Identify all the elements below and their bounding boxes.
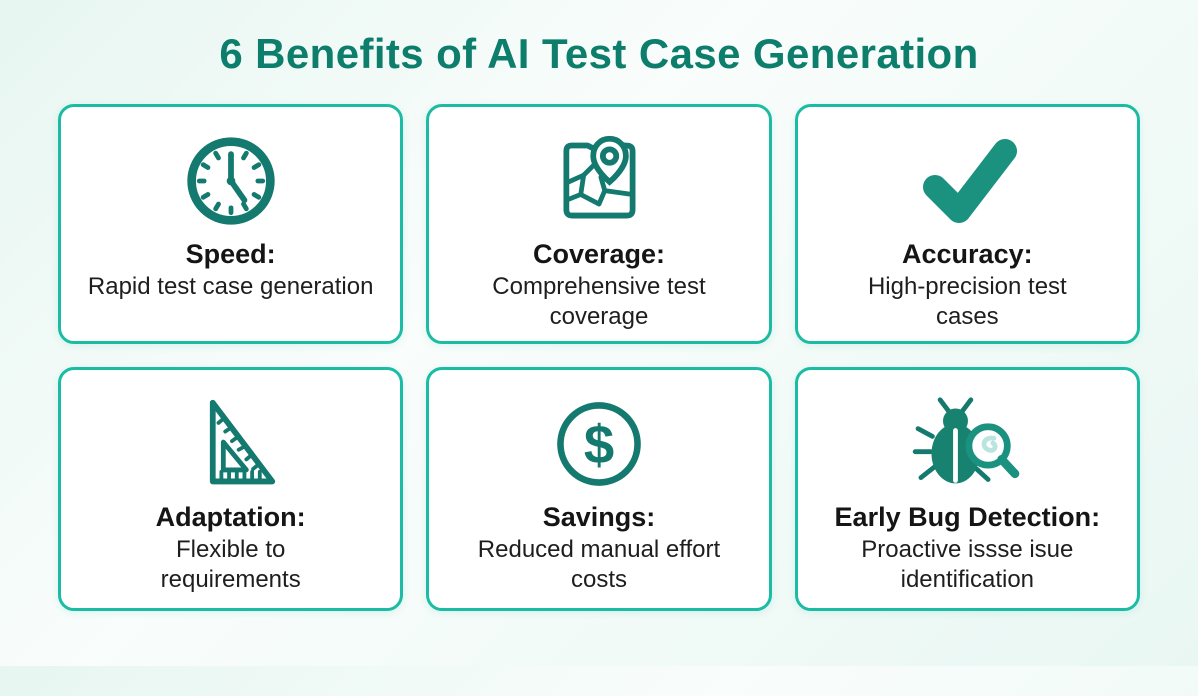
benefits-grid: Speed: Rapid test case generation Covera…: [58, 104, 1140, 611]
clock-icon: [183, 131, 279, 231]
card-adaptation: Adaptation: Flexible to requirements: [58, 367, 404, 611]
map-pin-icon: [549, 131, 649, 231]
set-square-icon: [182, 394, 280, 494]
card-description: High-precision test cases: [867, 273, 1067, 330]
card-speed: Speed: Rapid test case generation: [58, 104, 404, 344]
card-heading: Speed:: [185, 239, 276, 269]
bug-magnifier-icon: [912, 394, 1022, 494]
card-heading: Savings:: [542, 502, 656, 532]
card-heading: Accuracy:: [902, 239, 1033, 269]
card-description: Proactive issse isue identification: [861, 536, 1074, 593]
card-heading: Early Bug Detection:: [834, 502, 1101, 532]
card-coverage: Coverage: Comprehensive test coverage: [426, 104, 772, 344]
card-heading: Adaptation:: [155, 502, 306, 532]
card-early-bug-detection: Early Bug Detection: Proactive issse isu…: [794, 367, 1140, 611]
page-title: 6 Benefits of AI Test Case Generation: [219, 30, 979, 77]
card-heading: Coverage:: [532, 239, 666, 269]
card-description: Reduced manual effort costs: [477, 536, 721, 593]
card-description: Comprehensive test coverage: [492, 273, 706, 330]
card-accuracy: Accuracy: High-precision test cases: [794, 104, 1140, 344]
checkmark-icon: [917, 131, 1018, 231]
dollar-circle-icon: $: [552, 394, 646, 494]
svg-text:$: $: [584, 415, 614, 476]
card-description: Rapid test case generation: [87, 273, 374, 300]
card-savings: $ Savings: Reduced manual effort costs: [426, 367, 772, 611]
card-description: Flexible to requirements: [160, 536, 301, 593]
